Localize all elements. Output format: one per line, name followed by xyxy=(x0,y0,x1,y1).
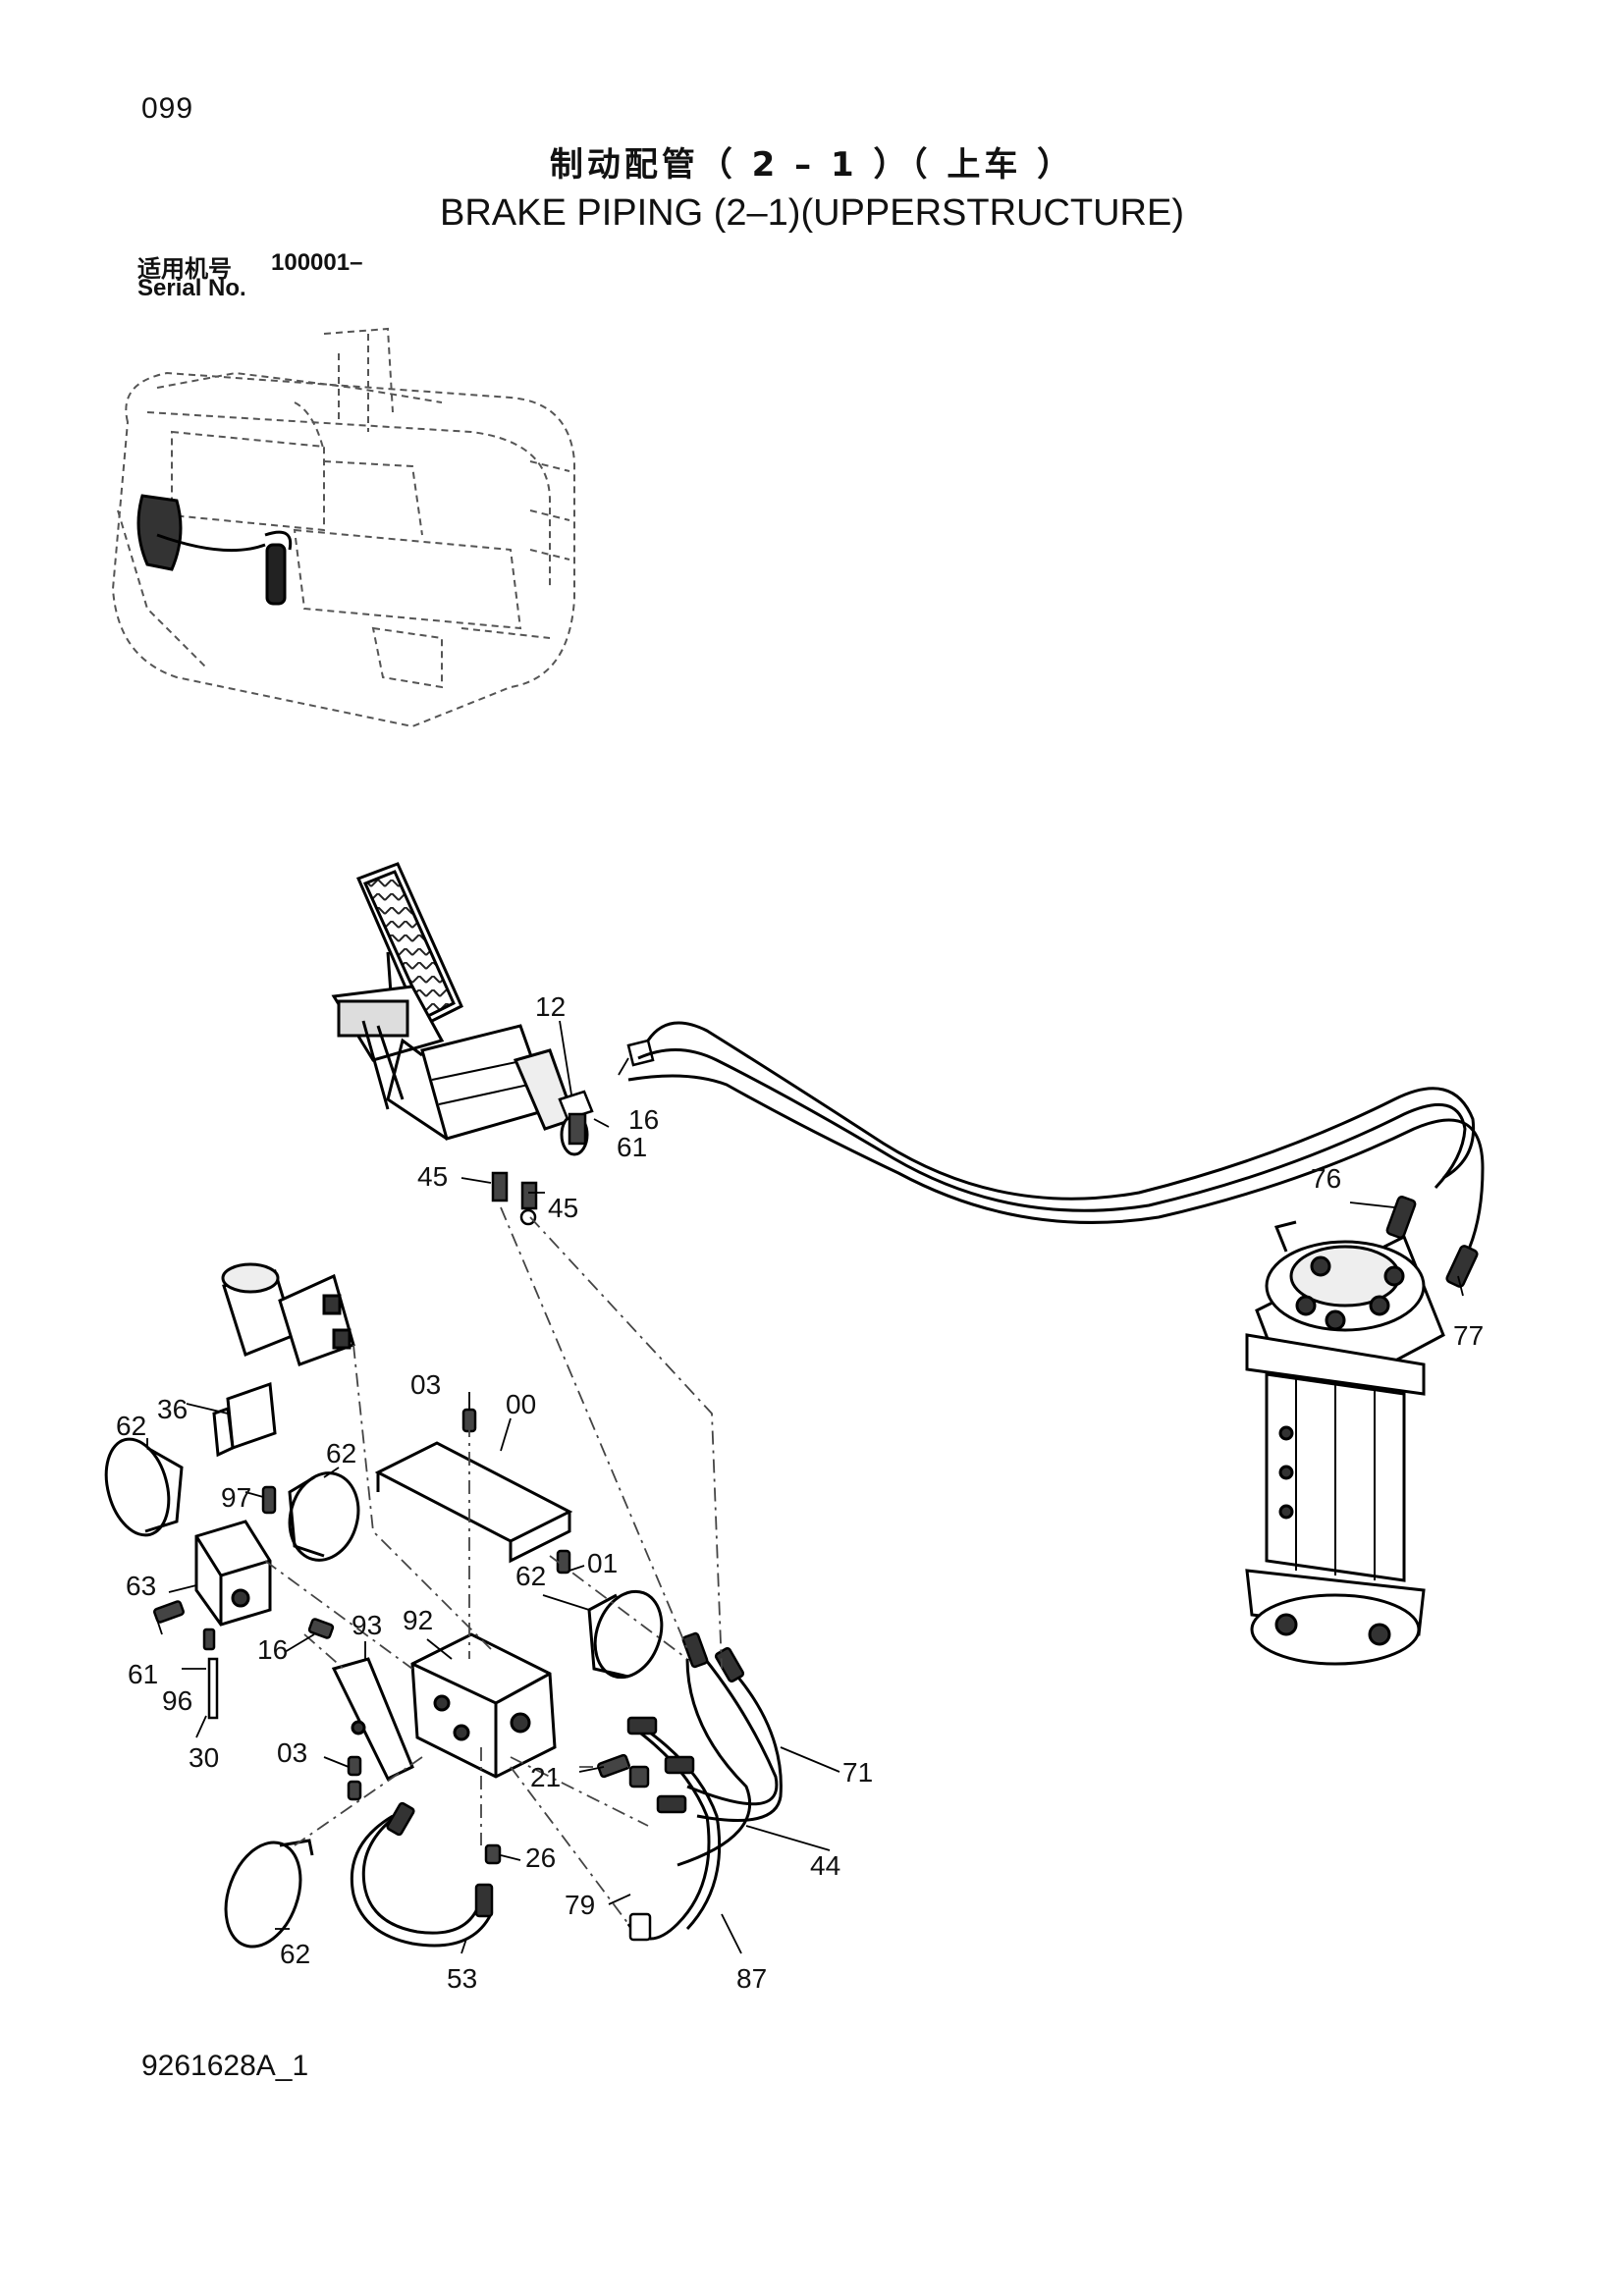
title-english: BRAKE PIPING (2–1)(UPPERSTRUCTURE) xyxy=(439,192,1184,234)
document-code: 9261628A_1 xyxy=(141,2050,309,2082)
callout-53: 53 xyxy=(447,1963,477,1994)
solenoid-valve xyxy=(221,1262,355,1366)
pedal-fittings xyxy=(491,1039,655,1226)
callout-77: 77 xyxy=(1453,1320,1484,1351)
page-number: 099 xyxy=(141,92,194,125)
callout-61: 61 xyxy=(128,1659,158,1689)
callout-71: 71 xyxy=(842,1757,873,1788)
callout-44: 44 xyxy=(810,1850,840,1881)
callout-63: 63 xyxy=(126,1571,156,1601)
callout-21: 21 xyxy=(530,1762,561,1792)
valve-block-92 xyxy=(410,1632,557,1779)
callout-45: 45 xyxy=(548,1193,578,1223)
callout-45: 45 xyxy=(417,1161,448,1192)
callout-87: 87 xyxy=(736,1963,767,1994)
serial-range: 100001– xyxy=(271,249,363,276)
callout-01: 01 xyxy=(587,1548,618,1578)
brake-hoses-main xyxy=(627,1021,1485,1253)
callout-00: 00 xyxy=(506,1389,536,1419)
callout-36: 36 xyxy=(157,1394,188,1424)
dome-caps xyxy=(104,1437,664,1949)
callout-97: 97 xyxy=(221,1482,251,1513)
title-chinese: 制动配管（ 2 – 1 ）（ 上车 ） xyxy=(549,145,1075,185)
bracket-93 xyxy=(331,1657,414,1781)
callout-61: 61 xyxy=(617,1132,647,1162)
short-hose-fittings xyxy=(386,1631,745,1942)
callout-93: 93 xyxy=(352,1610,382,1640)
callout-62: 62 xyxy=(515,1561,546,1591)
overview-highlight-parts xyxy=(136,494,293,606)
serial-label-english: Serial No. xyxy=(137,275,246,301)
hose-fittings-right xyxy=(1385,1196,1479,1288)
small-fittings xyxy=(153,1408,650,1865)
callout-92: 92 xyxy=(403,1605,433,1635)
leader-lines xyxy=(146,1020,1464,1954)
callout-96: 96 xyxy=(162,1685,192,1716)
callout-12: 12 xyxy=(535,991,566,1022)
assembly-guide-lines xyxy=(264,1206,723,1925)
callout-03: 03 xyxy=(410,1369,441,1400)
valve-block-63 xyxy=(194,1520,272,1627)
brake-pedal-valve xyxy=(331,862,589,1156)
callout-76: 76 xyxy=(1311,1163,1341,1194)
bracket-36 xyxy=(212,1381,277,1458)
callout-26: 26 xyxy=(525,1842,556,1873)
machine-overview xyxy=(111,327,575,728)
callout-16: 16 xyxy=(628,1104,659,1135)
callout-79: 79 xyxy=(565,1890,595,1920)
callout-62: 62 xyxy=(326,1438,356,1468)
serial-label-chinese: 适用机号 xyxy=(137,255,232,283)
callout-62: 62 xyxy=(280,1939,310,1969)
callout-30: 30 xyxy=(189,1742,219,1773)
mounting-bracket xyxy=(374,1441,573,1564)
callout-03: 03 xyxy=(277,1737,307,1768)
callout-labels: 12 16 61 45 45 76 77 03 00 36 62 62 97 0… xyxy=(116,991,1484,1994)
callout-62: 62 xyxy=(116,1411,146,1441)
callout-16: 16 xyxy=(257,1634,288,1665)
swivel-joint xyxy=(1245,1220,1445,1666)
